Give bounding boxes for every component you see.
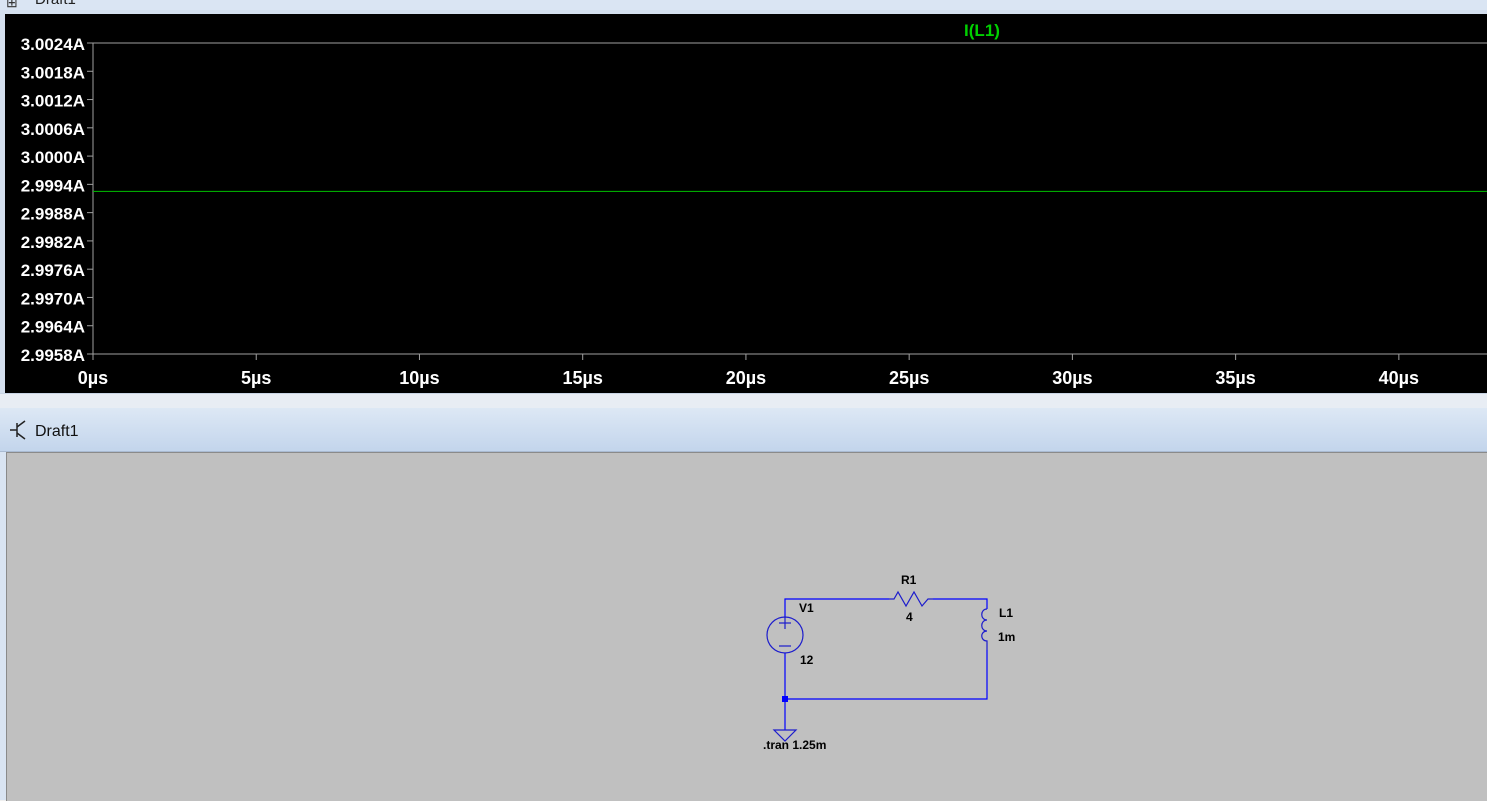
ground-symbol[interactable] xyxy=(772,729,798,742)
inductor-name[interactable]: L1 xyxy=(999,606,1013,620)
wire-top-right[interactable] xyxy=(933,598,988,609)
wire-junction xyxy=(782,696,788,702)
voltage-source-name[interactable]: V1 xyxy=(799,601,814,615)
wires xyxy=(784,598,988,730)
waveform-plot[interactable]: I(L1) 3.0024A 3.0018A 3.0012A 3.0006A 3.0000… xyxy=(5,14,1487,393)
x-tick-label: 30µs xyxy=(1052,368,1092,388)
y-tick-label: 2.9994A xyxy=(21,176,85,195)
y-tick-label: 2.9958A xyxy=(21,346,85,365)
waveform-plot-pane[interactable]: I(L1) 3.0024A 3.0018A 3.0012A 3.0006A 3.0000… xyxy=(5,14,1487,393)
schematic-canvas[interactable]: V1 12 R1 4 L1 1m .tran 1.25m xyxy=(6,452,1487,801)
inductor-L1[interactable]: L1 1m xyxy=(981,606,1016,650)
y-tick-label: 3.0024A xyxy=(21,35,85,54)
y-tick-label: 2.9988A xyxy=(21,205,85,224)
voltage-source-V1[interactable]: V1 12 xyxy=(766,601,814,667)
y-tick-label: 3.0012A xyxy=(21,92,85,111)
pane-splitter[interactable] xyxy=(0,393,1487,409)
x-axis: 0µs 5µs 10µs 15µs 20µs 25µs 30µs 35µs 40µs xyxy=(78,353,1487,388)
y-tick-label: 2.9982A xyxy=(21,233,85,252)
y-tick-label: 2.9976A xyxy=(21,261,85,280)
y-tick-label: 2.9970A xyxy=(21,289,85,308)
resistor-name[interactable]: R1 xyxy=(901,573,917,587)
schematic-window: Draft1 V1 12 R1 xyxy=(0,408,1487,801)
schematic-titlebar[interactable]: Draft1 xyxy=(0,408,1487,452)
resistor-R1[interactable]: R1 4 xyxy=(889,573,933,624)
trace-label-I-L1[interactable]: I(L1) xyxy=(964,21,1000,40)
y-tick-label: 3.0006A xyxy=(21,120,85,139)
x-tick-label: 40µs xyxy=(1379,368,1419,388)
waveform-window: ⊞ Draft1 I(L1) 3.0024A3.0018A3.0012A3.00… xyxy=(0,0,1487,404)
y-tick-label: 2.9964A xyxy=(21,318,85,337)
waveform-titlebar[interactable]: ⊞ Draft1 xyxy=(0,0,1487,10)
resistor-symbol xyxy=(889,590,933,608)
x-tick-label: 10µs xyxy=(399,368,439,388)
wire-bottom[interactable] xyxy=(784,650,988,700)
spice-directive[interactable]: .tran 1.25m xyxy=(763,738,826,752)
inductor-value[interactable]: 1m xyxy=(998,630,1015,644)
waveform-window-icon: ⊞ xyxy=(6,0,18,10)
x-tick-label: 5µs xyxy=(241,368,271,388)
schematic-icon xyxy=(10,420,26,440)
x-tick-label: 0µs xyxy=(78,368,108,388)
y-axis: 3.0024A 3.0018A 3.0012A 3.0006A 3.0000A 2.999… xyxy=(21,35,1487,365)
y-tick-label: 3.0000A xyxy=(21,148,85,167)
x-tick-label: 25µs xyxy=(889,368,929,388)
y-tick-label: 3.0018A xyxy=(21,63,85,82)
x-tick-label: 20µs xyxy=(726,368,766,388)
schematic-drawing[interactable]: V1 12 R1 4 L1 1m .tran 1.25m xyxy=(7,453,1487,801)
schematic-window-title: Draft1 xyxy=(35,423,79,440)
voltage-source-value[interactable]: 12 xyxy=(800,653,814,667)
resistor-value[interactable]: 4 xyxy=(906,610,913,624)
waveform-window-title: Draft1 xyxy=(35,0,76,8)
inductor-symbol xyxy=(981,608,988,650)
x-tick-label: 35µs xyxy=(1215,368,1255,388)
wire-top-left[interactable] xyxy=(784,598,889,618)
x-tick-label: 15µs xyxy=(562,368,602,388)
